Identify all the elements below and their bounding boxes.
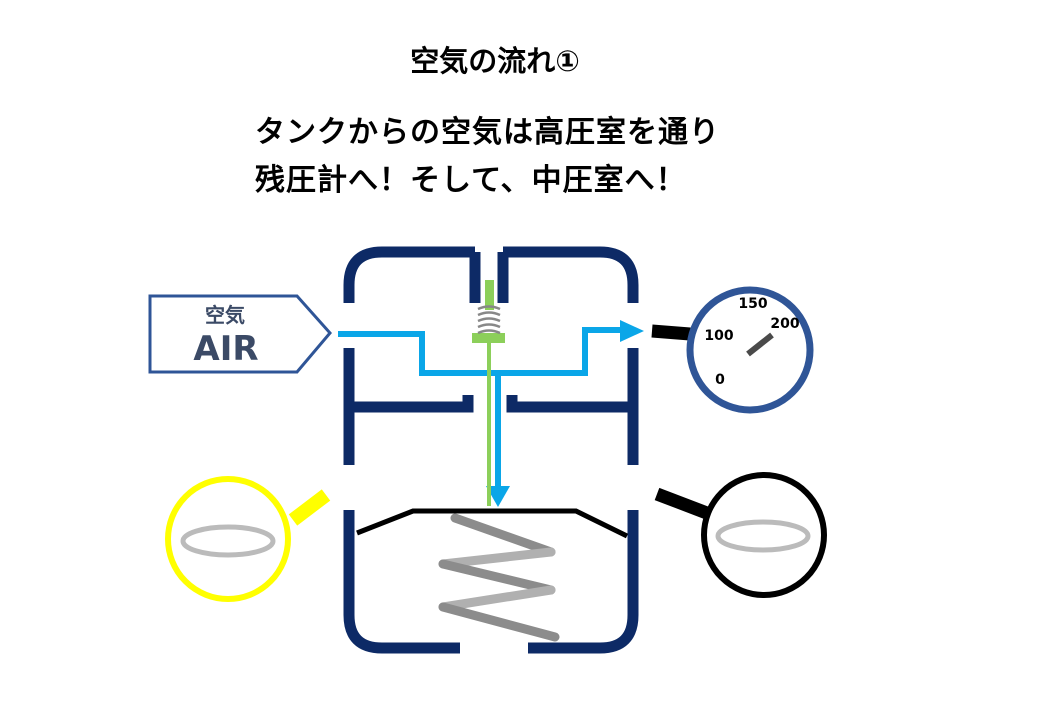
gauge-tick-0: 0 [715,372,725,388]
valve-seat [472,333,505,343]
valve-stem-top [485,280,494,310]
air-label-en: AIR [193,329,258,369]
gauge-needle [746,332,774,357]
body-top-right [503,246,639,303]
air-flow-path [338,327,622,488]
air-flow-arrowhead-right [620,320,644,342]
pressure-gauge: 0 100 150 200 [651,286,814,414]
partition-left [349,395,474,413]
lower-chamber-left [343,510,460,654]
air-label-jp: 空気 [205,303,245,327]
lower-chamber-right [528,510,639,654]
subtitle-line-2: 残圧計へ！そして、中圧室へ！ [255,163,687,198]
subtitle-line-1: タンクからの空気は高圧室を通り [255,115,720,150]
gauge-tick-100: 100 [704,328,733,344]
magnifier-right-handle [654,487,715,522]
oring-left [180,524,276,558]
body-top-left [343,246,475,303]
small-spring [477,305,501,335]
partition-right [506,395,633,413]
oring-right [715,519,811,553]
gauge-connector [651,324,691,341]
gauge-tick-150: 150 [738,296,767,312]
air-flow-line [338,327,622,376]
diaphragm [356,508,629,539]
magnifier-left-lens [165,476,291,602]
magnifier-right [654,472,827,598]
magnifier-right-lens [701,472,827,598]
regulator-body [343,246,639,654]
gauge-tick-200: 200 [770,316,799,332]
magnifier-left-handle [288,489,331,526]
air-flow-arrowhead-down [486,486,510,507]
air-inlet-label: 空気 AIR [148,294,332,374]
page-title: 空気の流れ① [410,44,580,78]
magnifier-left [165,476,331,602]
main-spring [438,513,560,642]
